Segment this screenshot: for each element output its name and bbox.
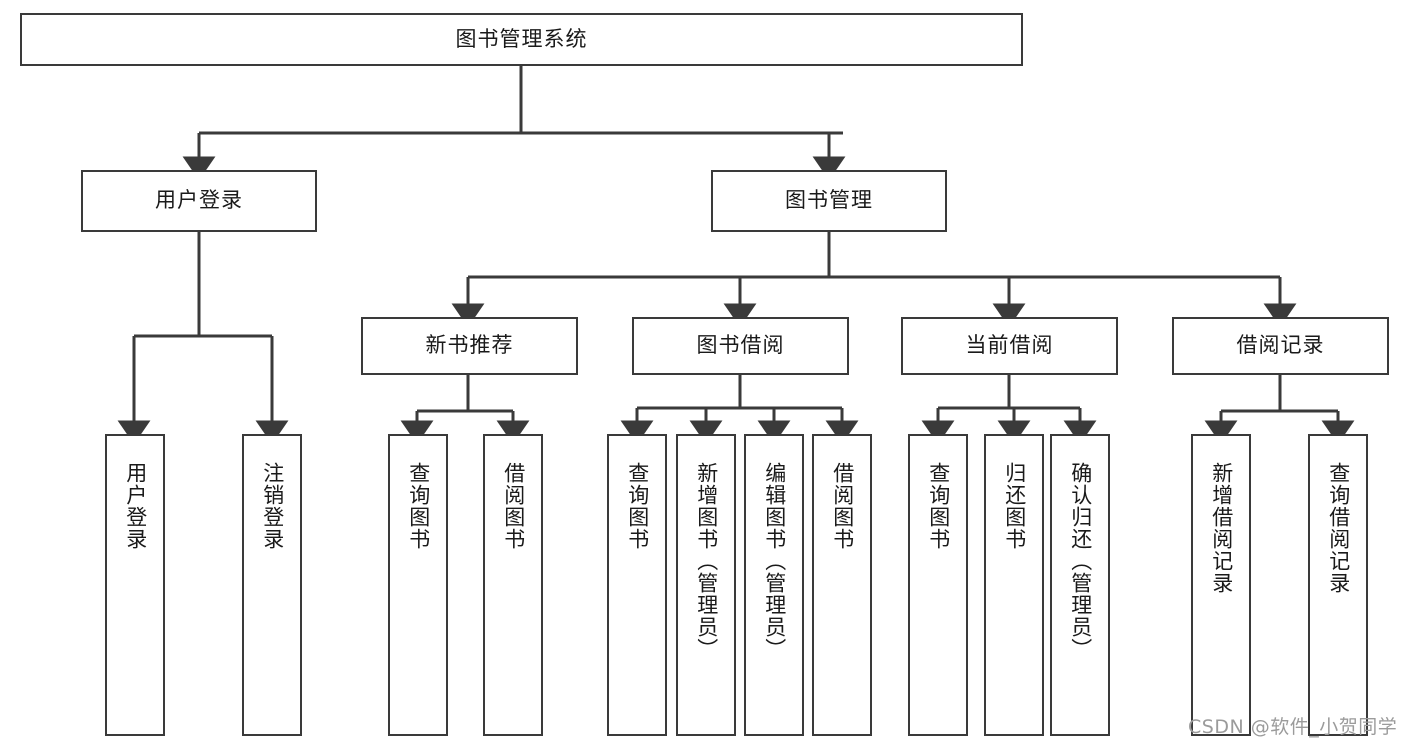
- node-label: 查询借阅记录: [1326, 462, 1351, 594]
- node-label: 查询图书: [406, 462, 431, 550]
- node-leaf-edit-book[interactable]: 编辑图书（管理员）: [744, 434, 804, 736]
- node-leaf-query-book-3[interactable]: 查询图书: [908, 434, 968, 736]
- watermark-text: CSDN @软件_小贺同学: [1188, 716, 1398, 738]
- node-leaf-query-record[interactable]: 查询借阅记录: [1308, 434, 1368, 736]
- node-leaf-borrow-book-1[interactable]: 借阅图书: [483, 434, 543, 736]
- node-label: 查询图书: [926, 462, 951, 550]
- node-leaf-borrow-book-2[interactable]: 借阅图书: [812, 434, 872, 736]
- node-label: 新增图书（管理员）: [694, 462, 719, 660]
- node-label: 图书管理: [785, 188, 873, 213]
- node-borrow-record[interactable]: 借阅记录: [1172, 317, 1389, 375]
- node-label: 借阅图书: [830, 462, 855, 550]
- node-current-borrow[interactable]: 当前借阅: [901, 317, 1118, 375]
- node-label: 归还图书: [1002, 462, 1027, 550]
- node-leaf-add-book[interactable]: 新增图书（管理员）: [676, 434, 736, 736]
- node-label: 图书借阅: [696, 333, 785, 358]
- node-label: 新书推荐: [425, 333, 514, 358]
- node-label: 图书管理系统: [455, 26, 588, 51]
- node-label: 查询图书: [625, 462, 650, 550]
- node-label: 借阅图书: [501, 462, 526, 550]
- node-leaf-query-book-1[interactable]: 查询图书: [388, 434, 448, 736]
- node-label: 新增借阅记录: [1209, 462, 1234, 594]
- node-label: 编辑图书（管理员）: [762, 462, 787, 660]
- node-label: 注销登录: [260, 462, 285, 550]
- node-book-borrow[interactable]: 图书借阅: [632, 317, 849, 375]
- node-leaf-query-book-2[interactable]: 查询图书: [607, 434, 667, 736]
- node-label: 用户登录: [155, 188, 243, 213]
- node-leaf-return-book[interactable]: 归还图书: [984, 434, 1044, 736]
- node-leaf-user-login[interactable]: 用户登录: [105, 434, 165, 736]
- node-book-manage[interactable]: 图书管理: [711, 170, 947, 232]
- node-label: 确认归还（管理员）: [1068, 462, 1093, 660]
- node-label: 借阅记录: [1236, 333, 1325, 358]
- node-root-system[interactable]: 图书管理系统: [20, 13, 1023, 66]
- node-leaf-confirm-return[interactable]: 确认归还（管理员）: [1050, 434, 1110, 736]
- node-leaf-add-record[interactable]: 新增借阅记录: [1191, 434, 1251, 736]
- node-user-login[interactable]: 用户登录: [81, 170, 317, 232]
- node-label: 当前借阅: [965, 333, 1054, 358]
- node-label: 用户登录: [123, 462, 148, 550]
- node-leaf-logout[interactable]: 注销登录: [242, 434, 302, 736]
- node-new-book-rec[interactable]: 新书推荐: [361, 317, 578, 375]
